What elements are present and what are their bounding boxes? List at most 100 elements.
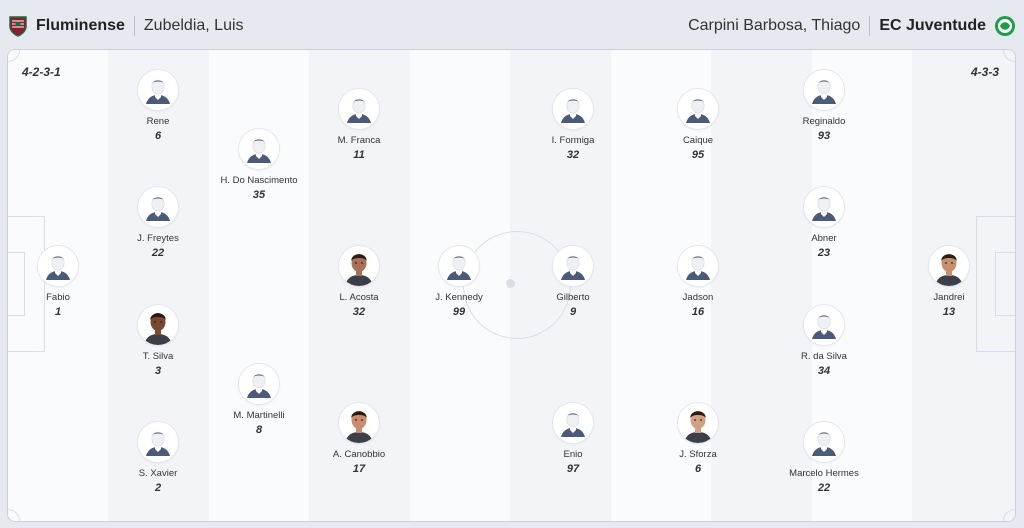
player-avatar-icon[interactable]: [239, 364, 279, 404]
player-number: 2: [154, 482, 162, 494]
away-coach-name[interactable]: Carpini Barbosa, Thiago: [688, 17, 861, 34]
player-card[interactable]: H. Do Nascimento 35: [204, 129, 314, 201]
player-photo[interactable]: [678, 403, 718, 443]
player-name[interactable]: Jadson: [682, 292, 714, 303]
player-avatar-icon[interactable]: [678, 246, 718, 286]
player-card[interactable]: S. Xavier 2: [103, 422, 213, 494]
player-avatar-icon[interactable]: [339, 89, 379, 129]
player-card[interactable]: M. Martinelli 8: [204, 364, 314, 436]
player-card[interactable]: Caique 95: [643, 89, 753, 161]
player-number: 16: [691, 306, 705, 318]
player-avatar-icon[interactable]: [553, 246, 593, 286]
away-team-header[interactable]: Carpini Barbosa, Thiago EC Juventude: [688, 14, 1015, 38]
player-avatar-icon[interactable]: [239, 129, 279, 169]
home-team-name[interactable]: Fluminense: [36, 17, 125, 34]
away-penalty-box: [976, 216, 1015, 352]
player-photo[interactable]: [929, 246, 969, 286]
player-avatar-icon[interactable]: [138, 187, 178, 227]
player-name[interactable]: R. da Silva: [801, 351, 847, 362]
player-avatar-icon[interactable]: [138, 422, 178, 462]
player-avatar-icon[interactable]: [553, 403, 593, 443]
away-goal-box: [995, 252, 1015, 316]
player-photo[interactable]: [339, 246, 379, 286]
player-avatar-icon[interactable]: [439, 246, 479, 286]
player-name[interactable]: Marcelo Hermes: [789, 468, 859, 479]
player-name[interactable]: J. Freytes: [137, 233, 179, 244]
player-name[interactable]: A. Canobbio: [332, 449, 386, 460]
player-card[interactable]: R. da Silva 34: [769, 305, 879, 377]
player-card[interactable]: T. Silva 3: [103, 305, 213, 377]
player-name[interactable]: L. Acosta: [339, 292, 379, 303]
player-photo[interactable]: [339, 403, 379, 443]
player-number: 99: [452, 306, 466, 318]
player-name[interactable]: Abner: [811, 233, 837, 244]
player-avatar-icon[interactable]: [38, 246, 78, 286]
juventude-crest-icon: [994, 15, 1015, 37]
player-number: 1: [54, 306, 62, 318]
player-number: 6: [694, 463, 702, 475]
player-card[interactable]: Jadson 16: [643, 246, 753, 318]
player-name[interactable]: Reginaldo: [802, 116, 846, 127]
home-team-header[interactable]: Fluminense Zubeldia, Luis: [8, 14, 244, 38]
player-number: 95: [691, 149, 705, 161]
player-avatar-icon[interactable]: [678, 89, 718, 129]
player-name[interactable]: Rene: [146, 116, 170, 127]
player-name[interactable]: T. Silva: [142, 351, 174, 362]
player-card[interactable]: J. Kennedy 99: [404, 246, 514, 318]
player-number: 22: [817, 482, 831, 494]
player-number: 8: [255, 424, 263, 436]
player-number: 34: [817, 365, 831, 377]
player-name[interactable]: Enio: [563, 449, 583, 460]
player-card[interactable]: Reginaldo 93: [769, 70, 879, 142]
away-team-name[interactable]: EC Juventude: [879, 17, 986, 34]
player-name[interactable]: M. Martinelli: [233, 410, 285, 421]
center-spot: [506, 279, 515, 288]
player-name[interactable]: J. Sforza: [679, 449, 717, 460]
home-penalty-box: [8, 216, 45, 352]
player-name[interactable]: Caique: [682, 135, 714, 146]
player-card[interactable]: M. Franca 11: [304, 89, 414, 161]
player-card[interactable]: J. Sforza 6: [643, 403, 753, 475]
player-avatar-icon[interactable]: [804, 305, 844, 345]
player-card[interactable]: I. Formiga 32: [518, 89, 628, 161]
player-avatar-icon[interactable]: [553, 89, 593, 129]
player-card[interactable]: Rene 6: [103, 70, 213, 142]
player-card[interactable]: Abner 23: [769, 187, 879, 259]
player-number: 11: [353, 149, 365, 161]
player-photo[interactable]: [138, 305, 178, 345]
player-avatar-icon[interactable]: [804, 70, 844, 110]
player-card[interactable]: Fabio 1: [8, 246, 113, 318]
player-card[interactable]: Marcelo Hermes 22: [769, 422, 879, 494]
player-name[interactable]: J. Kennedy: [435, 292, 483, 303]
fluminense-crest-icon: [8, 15, 28, 37]
player-avatar-icon[interactable]: [804, 187, 844, 227]
player-name[interactable]: I. Formiga: [551, 135, 595, 146]
player-number: 93: [817, 130, 831, 142]
match-header: Fluminense Zubeldia, Luis Carpini Barbos…: [0, 0, 1024, 50]
player-number: 23: [817, 247, 831, 259]
player-number: 3: [154, 365, 162, 377]
player-number: 97: [566, 463, 580, 475]
player-name[interactable]: Fabio: [46, 292, 70, 303]
header-divider: [133, 16, 135, 36]
player-number: 6: [154, 130, 162, 142]
player-number: 13: [942, 306, 956, 318]
home-coach-name[interactable]: Zubeldia, Luis: [143, 17, 244, 34]
player-card[interactable]: Jandrei 13: [894, 246, 1004, 318]
player-card[interactable]: Enio 97: [518, 403, 628, 475]
player-avatar-icon[interactable]: [804, 422, 844, 462]
player-name[interactable]: Jandrei: [933, 292, 965, 303]
player-name[interactable]: H. Do Nascimento: [220, 175, 298, 186]
home-formation: 4-2-3-1: [22, 65, 61, 79]
player-avatar-icon[interactable]: [138, 70, 178, 110]
player-name[interactable]: S. Xavier: [138, 468, 178, 479]
player-name[interactable]: M. Franca: [337, 135, 381, 146]
player-number: 35: [252, 189, 266, 201]
player-name[interactable]: Gilberto: [556, 292, 590, 303]
player-number: 32: [566, 149, 580, 161]
